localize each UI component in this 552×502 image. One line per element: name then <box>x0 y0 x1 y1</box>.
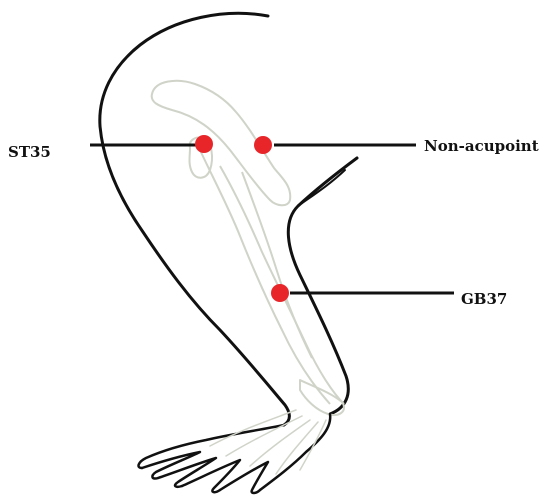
label-st35: ST35 <box>8 145 51 160</box>
skeleton <box>152 81 344 415</box>
toe-5 <box>260 414 330 490</box>
limb-outline <box>100 13 290 425</box>
point-gb37 <box>271 284 289 302</box>
label-gb37: GB37 <box>461 292 507 307</box>
tail-base-stub <box>298 170 345 206</box>
label-non-acupoint: Non-acupoint <box>424 139 539 154</box>
tibia-bone <box>200 150 330 404</box>
point-st35 <box>195 135 213 153</box>
toe-3 <box>182 460 240 492</box>
point-non-acupoint <box>254 136 272 154</box>
